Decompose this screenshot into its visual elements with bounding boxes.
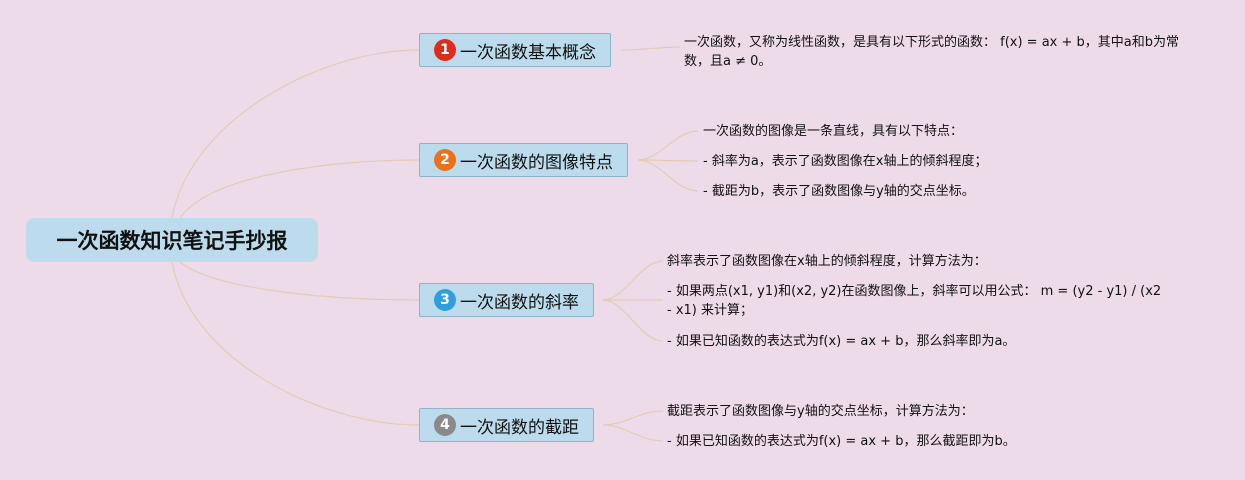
note-intercept-intro: 截距表示了函数图像与y轴的交点坐标，计算方法为：: [667, 404, 974, 419]
note-slope-expression: - 如果已知函数的表达式为f(x) = ax + b，那么斜率即为a。: [667, 334, 1016, 349]
link-topic4-note2: [602, 424, 664, 442]
link-topic4-note1: [602, 410, 664, 426]
topic-label: 一次函数的图像特点: [460, 152, 613, 173]
note-slope-formula: - 如果两点(x1, y1)和(x2, y2)在函数图像上，斜率可以用公式： m…: [667, 284, 1162, 318]
note-graph-intro: 一次函数的图像是一条直线，具有以下特点：: [703, 124, 964, 139]
number-badge-icon: 2: [434, 149, 456, 171]
topic-label: 一次函数的截距: [460, 417, 579, 438]
topic-label: 一次函数基本概念: [460, 42, 596, 63]
root-title: 一次函数知识笔记手抄报: [56, 229, 288, 253]
topic-label: 一次函数的斜率: [460, 292, 579, 313]
note-graph-intercept: - 截距为b，表示了函数图像与y轴的交点坐标。: [703, 184, 975, 199]
root-node[interactable]: 一次函数知识笔记手抄报: [26, 218, 318, 262]
link-root-topic2: [179, 159, 420, 219]
link-topic2-note2: [637, 159, 699, 162]
note-concept: 一次函数，又称为线性函数，是具有以下形式的函数： f(x) = ax + b，其…: [684, 35, 1179, 69]
link-root-topic4: [171, 261, 420, 426]
number-badge-icon: 4: [434, 414, 456, 436]
topic-node-4[interactable]: 4 一次函数的截距: [419, 408, 594, 442]
note-graph-slope: - 斜率为a，表示了函数图像在x轴上的倾斜程度；: [703, 154, 988, 169]
link-root-topic3: [179, 261, 420, 301]
number-badge-icon: 3: [434, 289, 456, 311]
topic-node-3[interactable]: 3 一次函数的斜率: [419, 283, 594, 317]
link-topic2-note1: [637, 130, 699, 161]
link-root-topic1: [171, 49, 420, 219]
link-topic3-note1: [602, 260, 664, 301]
topic-node-1[interactable]: 1 一次函数基本概念: [419, 33, 611, 67]
link-topic3-note3: [602, 299, 664, 342]
link-topic2-note3: [637, 159, 699, 192]
note-slope-intro: 斜率表示了函数图像在x轴上的倾斜程度，计算方法为：: [667, 254, 987, 269]
link-topic1-note: [620, 46, 681, 51]
topic-node-2[interactable]: 2 一次函数的图像特点: [419, 143, 628, 177]
note-intercept-expression: - 如果已知函数的表达式为f(x) = ax + b，那么截距即为b。: [667, 434, 1016, 449]
number-badge-icon: 1: [434, 39, 456, 61]
